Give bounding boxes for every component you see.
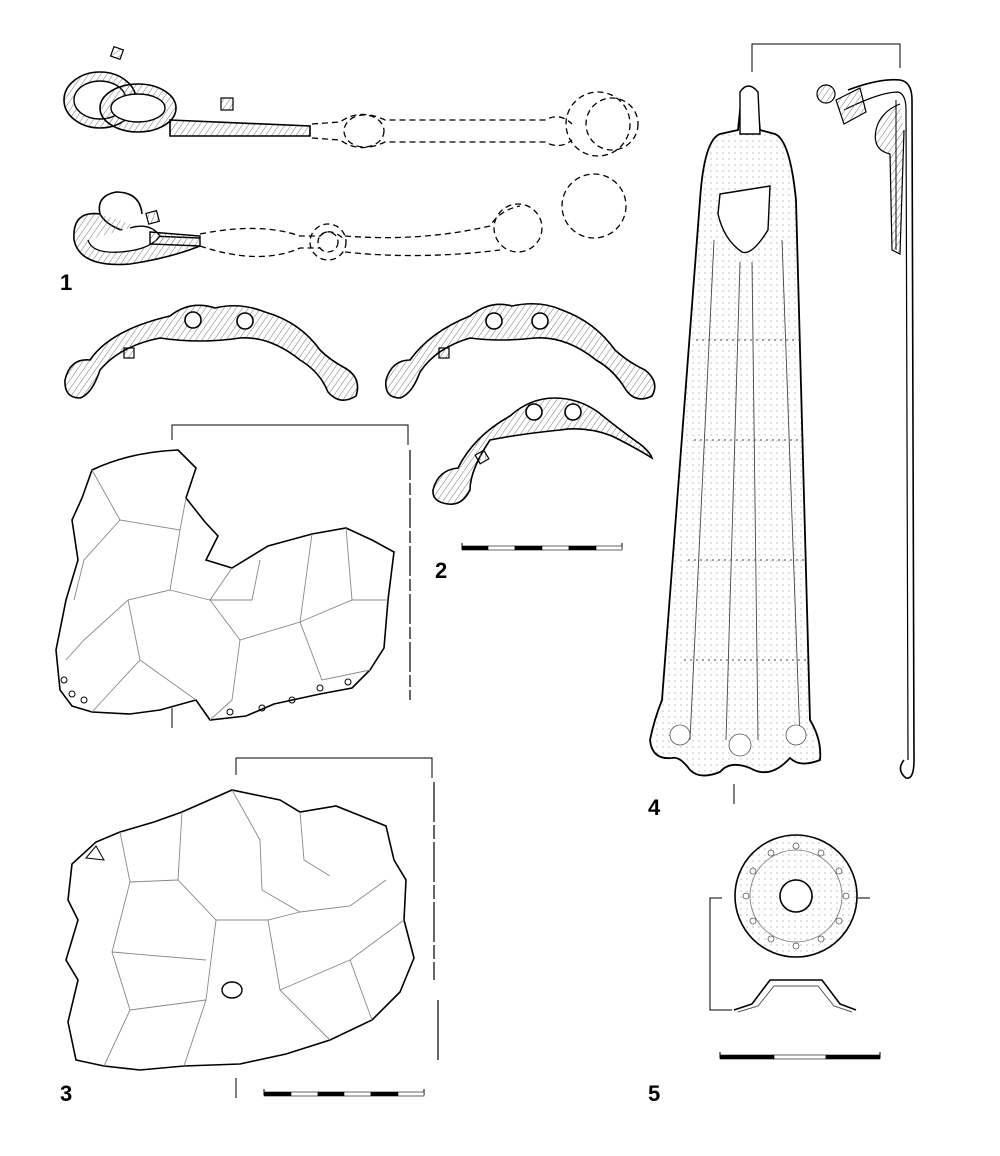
artifact-2-fitting-lower: [432, 397, 654, 506]
artifact-4-profile: [816, 78, 915, 779]
scale-bar-5: [719, 1052, 881, 1060]
artifact-3-plate: [65, 757, 439, 1098]
artifact-1-lower-chain: [73, 173, 627, 266]
scale-bar-3: [263, 1089, 425, 1097]
artifact-5-disc: [709, 834, 870, 1011]
scale-bar-2: [461, 543, 623, 551]
artifact-5-profile: [733, 979, 857, 1013]
artifact-2-fitting-left: [64, 304, 359, 401]
figure-label-5: 5: [648, 1081, 661, 1106]
figure-label-1: 1: [60, 270, 73, 295]
figure-label-3: 3: [60, 1081, 73, 1106]
artifact-3-upper-fragment: [55, 424, 411, 728]
figure-label-4: 4: [648, 795, 661, 820]
figure-label-2: 2: [435, 558, 448, 583]
artifact-4-plate-front: [649, 43, 901, 804]
artifact-2-fitting-right: [384, 302, 656, 400]
artifact-1-upper-chain: [63, 45, 639, 157]
